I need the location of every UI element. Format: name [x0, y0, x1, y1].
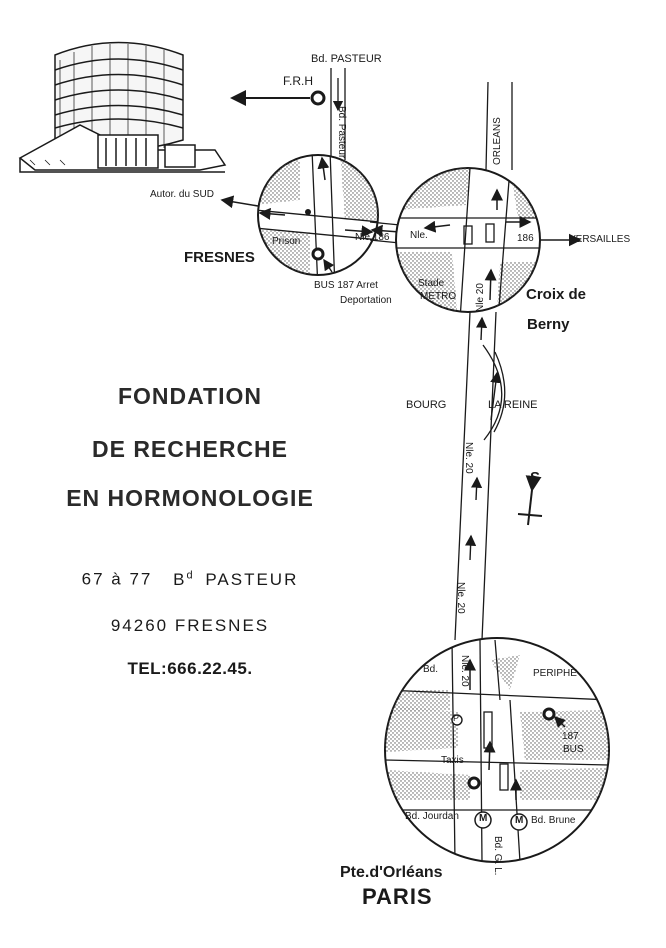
- nle-20-label: Nle. 20: [455, 582, 466, 614]
- nle-20-label: Nle. 20: [459, 655, 470, 687]
- route-186-label: 186: [517, 233, 534, 244]
- nle-20-label: Nle. 20: [463, 442, 474, 474]
- periphe-label: PERIPHE: [533, 668, 577, 679]
- street-name: PASTEUR: [205, 569, 299, 589]
- bourg-label: BOURG: [406, 399, 447, 411]
- bd-pasteur-label: Bd. PASTEUR: [311, 53, 382, 65]
- bus-187-stop-marker: [542, 707, 556, 721]
- deportation-label: Deportation: [340, 295, 392, 306]
- bd-pasteur-road-label: Bd. Pasteur: [336, 106, 347, 159]
- taxis-label: Taxis: [441, 755, 464, 766]
- bd-abbrev: Bd: [173, 569, 195, 589]
- la-reine-label: LA REINE: [488, 399, 538, 411]
- metro-symbol-label: M: [515, 815, 524, 826]
- croix-de-label: Croix de: [526, 286, 587, 303]
- compass: [517, 475, 543, 526]
- bd-label: Bd.: [423, 664, 439, 675]
- address-postal: 94260 FRESNES: [110, 616, 270, 635]
- heading-line-2: DE RECHERCHE: [91, 436, 289, 462]
- bus-187-arret-label: BUS 187 Arret: [314, 280, 378, 291]
- heading-line-1: FONDATION: [117, 383, 262, 409]
- street-number: 67 à 77: [81, 569, 153, 589]
- heading-line-3: EN HORMONOLOGIE: [66, 485, 314, 511]
- prison-marker: [311, 247, 325, 261]
- prison-label: Prison: [272, 236, 301, 247]
- building-illustration: [18, 41, 227, 173]
- frh-marker: [310, 90, 326, 106]
- berny-label: Berny: [527, 316, 570, 333]
- bd-brune-label: Bd. Brune: [531, 815, 576, 826]
- nle-label: Nle.: [410, 230, 428, 241]
- fresnes-label: FRESNES: [184, 249, 255, 266]
- nle-186-label: Nle.186: [355, 232, 390, 243]
- stade-label: Stade: [418, 278, 445, 289]
- paris-label: PARIS: [362, 884, 433, 909]
- versailles-label: VERSAILLES: [569, 234, 631, 245]
- metro-symbol-label: M: [479, 813, 488, 824]
- address-telephone: TEL:666.22.45.: [127, 659, 253, 678]
- compass-south-label: S: [530, 469, 541, 486]
- bus-label: BUS: [563, 744, 584, 755]
- parking-icon: P: [453, 713, 460, 723]
- metro-icon: [474, 811, 492, 829]
- croix-de-berny-circle: [395, 167, 541, 313]
- frh-label: F.R.H: [283, 74, 313, 88]
- porte-orleans-circle: [384, 637, 610, 863]
- nle-20-label: Nle 20: [475, 283, 486, 312]
- fresnes-junction-circle: [257, 154, 379, 276]
- porte-orleans-label: Pte.d'Orléans: [340, 864, 443, 881]
- autoroute-du-sud-label: Autor. du SUD: [150, 189, 214, 200]
- metro-icon: [510, 813, 528, 831]
- bd-jourdan-label: Bd. Jourdan: [405, 811, 459, 822]
- bus-187-number-label: 187: [562, 731, 579, 742]
- metro-label: METRO: [420, 291, 457, 302]
- orleans-label: ORLEANS: [492, 117, 503, 165]
- bd-gl-label: Bd. G. L.: [492, 836, 503, 876]
- taxi-stand-marker: [467, 776, 481, 790]
- n20-road: [454, 311, 506, 641]
- address-street: 67 à 77 Bd PASTEUR: [40, 569, 340, 590]
